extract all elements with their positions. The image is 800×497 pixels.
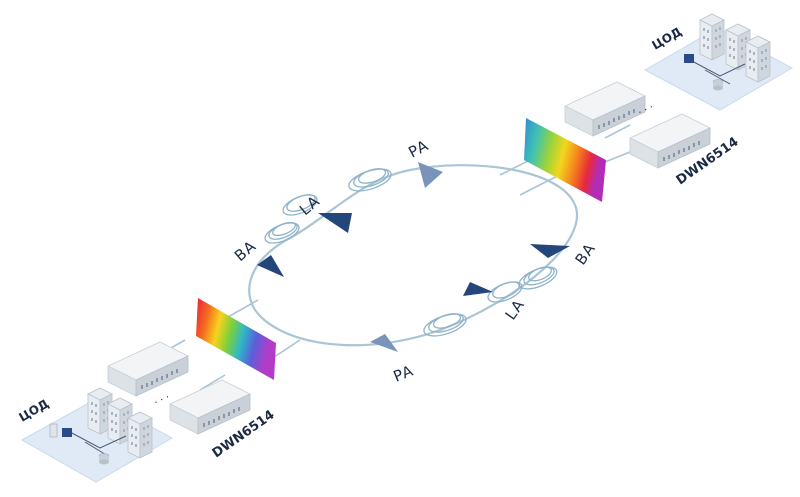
label-pa-top: PA <box>405 136 431 161</box>
label-ba-bottom: BA <box>572 239 600 268</box>
fiber-coil-pa-top <box>348 168 392 192</box>
fiber-coil-la-bottom <box>487 281 523 303</box>
datacenter-top-right <box>643 13 794 111</box>
fiber-coil-ba-bottom <box>518 266 558 290</box>
fiber-coil-ba-top <box>264 221 300 244</box>
fiber-coil-la-top <box>282 194 318 216</box>
datacenter-label-bottom: ЦОД <box>17 396 52 424</box>
label-ba-top: BA <box>231 237 260 265</box>
amplifier-ba-top-icon <box>257 255 284 277</box>
amplifier-la-bottom-icon <box>463 282 493 296</box>
computer-tower-icon <box>49 423 58 438</box>
server-top-right-upper <box>564 81 646 137</box>
amplifier-la-top-icon <box>318 213 352 233</box>
fiber-coil-pa-bottom <box>423 313 467 337</box>
datacenter-label-top: ЦОД <box>650 24 685 52</box>
amplifier-ba-bottom-icon <box>530 244 570 258</box>
server-bottom-left-upper <box>107 341 189 397</box>
datacenter-bottom-left <box>20 387 174 483</box>
label-pa-bottom: PA <box>391 361 417 385</box>
ellipsis-bottom: · · · <box>153 392 172 409</box>
wdm-spectrum-panel-bottom <box>196 298 276 380</box>
amplifier-pa-bottom-icon <box>370 334 398 352</box>
server-bottom-left-lower <box>169 379 251 435</box>
optical-ring <box>248 164 578 347</box>
monitor-icon <box>62 428 72 437</box>
amplifier-pa-top-icon <box>418 162 443 188</box>
wdm-spectrum-panel-top <box>524 118 606 202</box>
monitor-icon <box>684 54 694 63</box>
